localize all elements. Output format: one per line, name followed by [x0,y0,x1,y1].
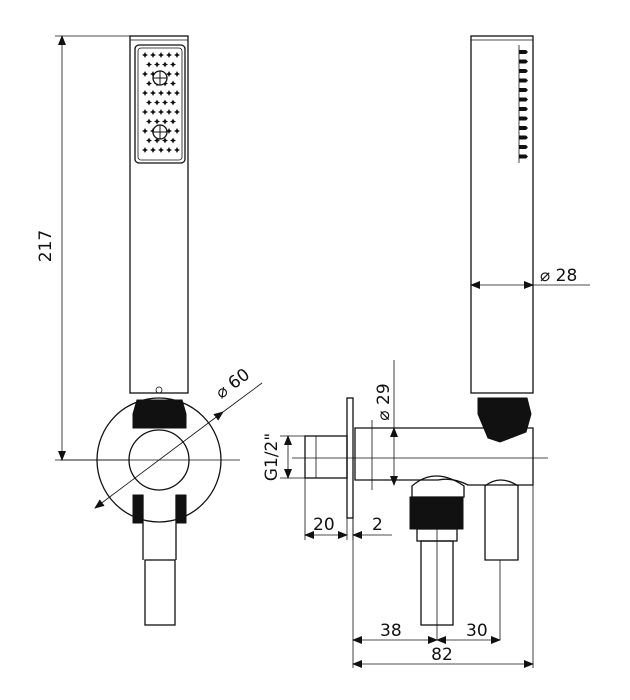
front-view [60,35,240,626]
side-nozzles [519,50,528,159]
spray-nozzles [142,52,180,153]
dim-60-label: ⌀ 60 [212,365,254,403]
handset-body-side [470,35,534,394]
holder-right [484,479,519,561]
dimension-outlets: 38 30 [352,518,501,668]
outlet-nut [409,496,464,530]
dimension-handset-diameter: ⌀ 28 [470,266,590,289]
handset-body-front [129,35,189,394]
handset-collar-side [477,397,532,443]
dim-20-label: 20 [313,515,335,535]
dim-30-label: 30 [466,621,488,641]
dimension-total-depth: 82 [352,485,534,668]
dimension-elbow-diameter: ⌀ 29 [374,360,398,486]
dimension-thread: G1/2" [262,433,305,481]
dim-thread-label: G1/2" [262,433,282,481]
dim-2-label: 2 [372,515,383,535]
spray-face [134,44,186,164]
hose-front [144,559,176,626]
dim-28-label: ⌀ 28 [540,266,577,286]
dim-217-label: 217 [36,230,56,262]
side-view [292,35,548,640]
dim-38-label: 38 [380,621,402,641]
dimension-wall-offsets: 20 2 [304,478,392,540]
dim-29-label: ⌀ 29 [374,383,394,420]
thread-inlet [304,435,348,479]
dim-82-label: 82 [431,645,453,665]
dimension-handset-length: 217 [36,35,130,461]
handset-collar [132,399,187,429]
